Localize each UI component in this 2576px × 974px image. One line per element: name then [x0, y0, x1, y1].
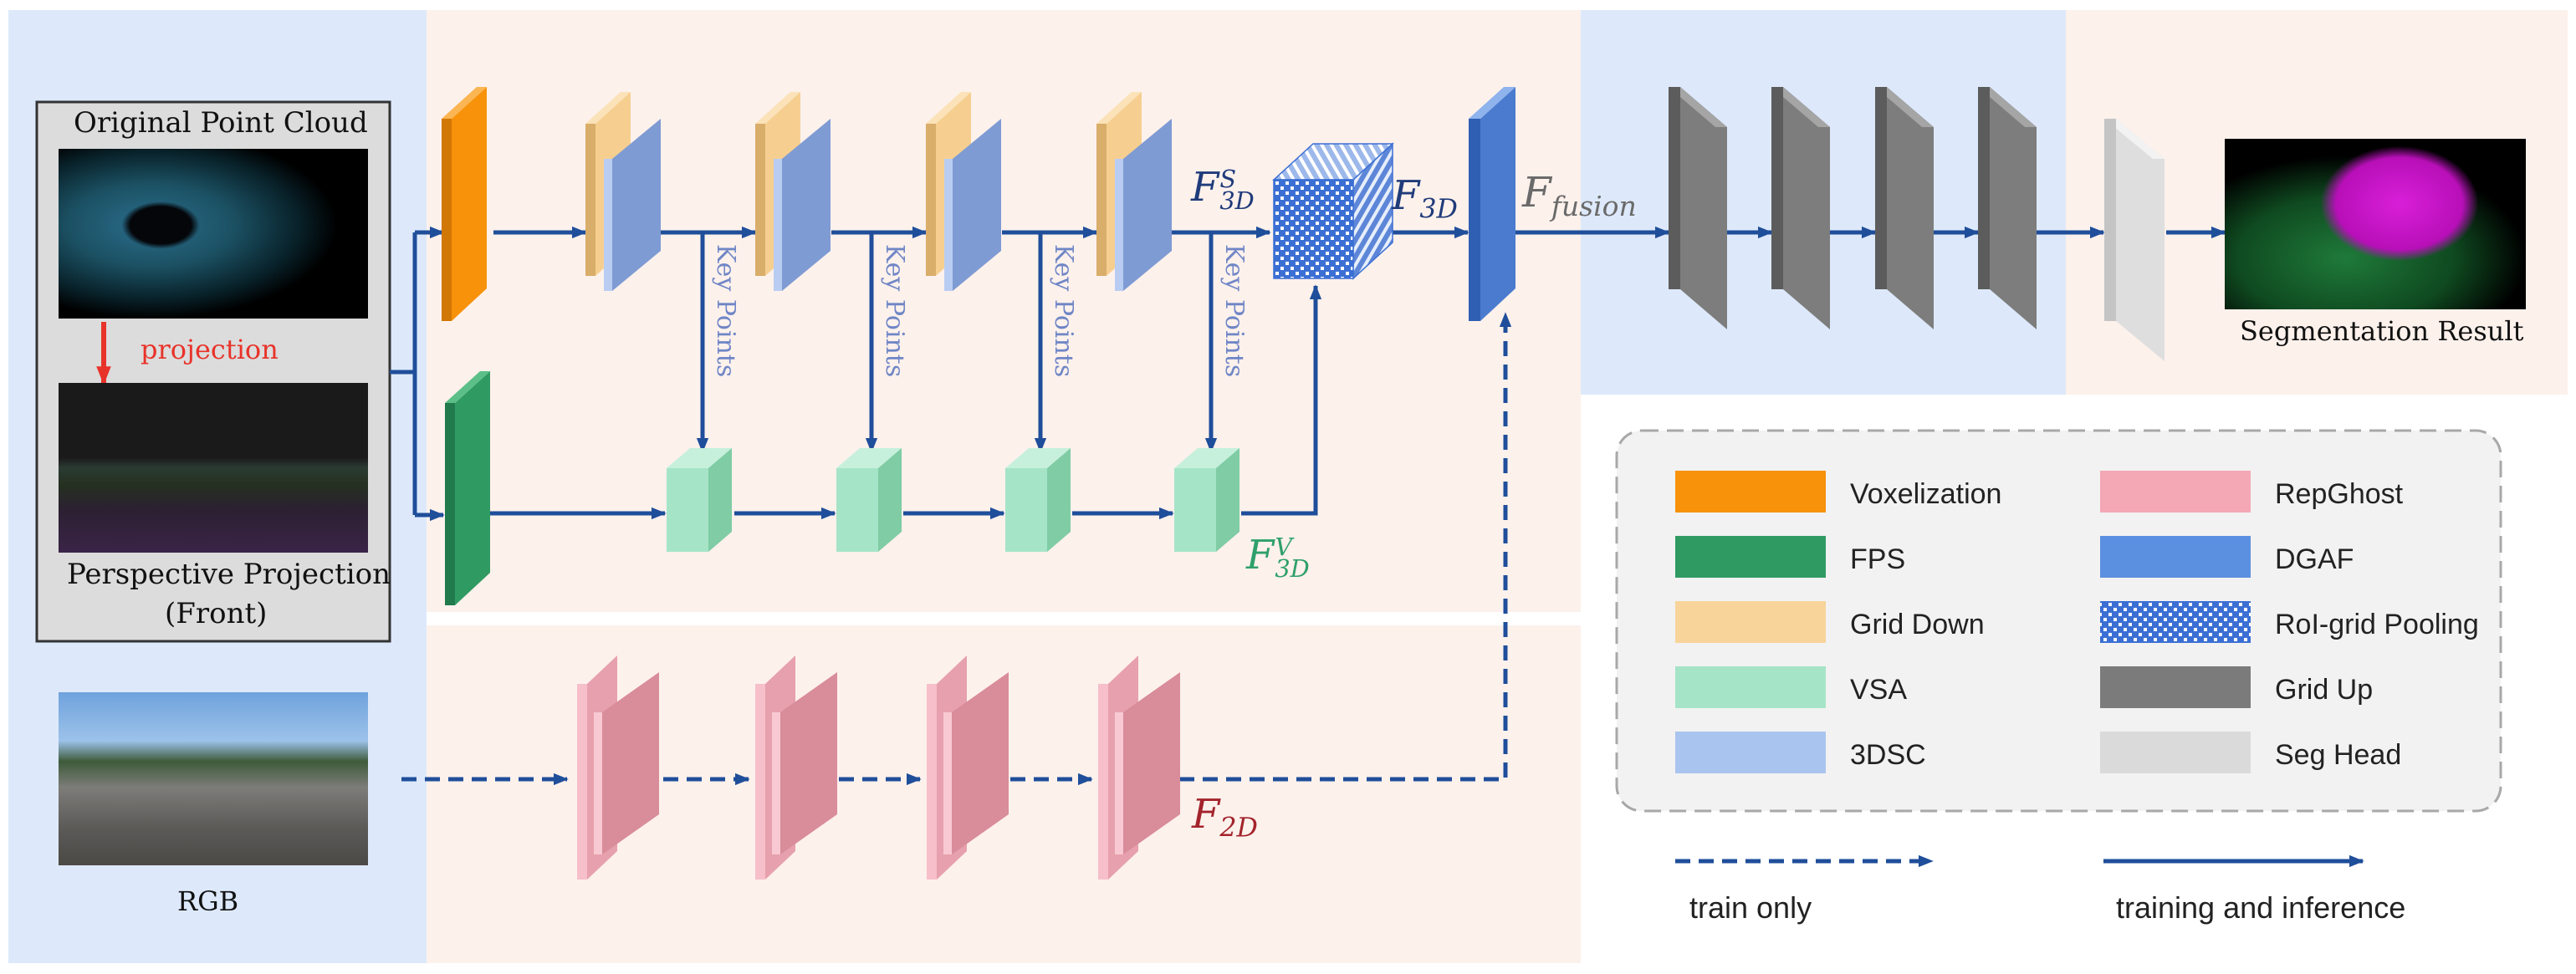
fps-block [445, 371, 490, 605]
grid-up-block-2 [1771, 87, 1830, 329]
legend-swatch-roi-grid-pooling [2100, 601, 2251, 643]
legend-swatch-repghost [2100, 471, 2251, 512]
key-points-label-3: Key Points [1049, 244, 1078, 378]
key-points-label-1: Key Points [711, 244, 740, 378]
legend-swatch-grid-up [2100, 666, 2251, 708]
vsa-block-3 [1005, 448, 1071, 552]
f3d-label: F3D [1392, 172, 1458, 225]
dash-rg4-dgaf [1179, 312, 1512, 782]
legend-label-grid-up: Grid Up [2275, 674, 2374, 706]
repghost-block-2 [755, 655, 837, 880]
f-fusion-label: Ffusion [1522, 168, 1637, 222]
arrow-input-split [390, 232, 417, 515]
dgaf-block [1469, 87, 1515, 321]
legend-label-grid-down: Grid Down [1850, 609, 1985, 640]
legend-swatch-seg-head [2100, 732, 2251, 773]
point-cloud-title: Original Point Cloud [74, 106, 368, 140]
vsa-block-2 [836, 448, 902, 552]
3dsc-block-4 [1115, 119, 1172, 291]
rgb-label: RGB [177, 885, 239, 917]
legend-swatch-fps [1675, 536, 1826, 578]
segmentation-result-label: Segmentation Result [2240, 315, 2524, 347]
original-point-cloud-image [59, 149, 368, 319]
training-inference-label: training and inference [2116, 890, 2406, 925]
segmentation-result-image [2225, 139, 2526, 309]
legend-label-voxelization: Voxelization [1850, 478, 2002, 510]
grid-up-block-1 [1669, 87, 1727, 329]
perspective-label: Perspective Projection [67, 558, 391, 591]
arrow-vsa4-roi [1241, 284, 1322, 516]
3dsc-block-3 [944, 119, 1001, 291]
voxelization-block [442, 87, 487, 321]
legend-label-fps: FPS [1850, 543, 1906, 575]
legend-label-seg-head: Seg Head [2275, 739, 2402, 771]
legend-label-vsa: VSA [1850, 674, 1908, 706]
grid-up-block-3 [1875, 87, 1934, 329]
key-points-label-2: Key Points [880, 244, 909, 378]
grid-up-block-4 [1978, 87, 2037, 329]
3dsc-block-2 [774, 119, 831, 291]
perspective-projection-image [59, 383, 368, 553]
legend-swatch-3dsc [1675, 732, 1826, 773]
repghost-block-4 [1098, 655, 1180, 880]
key-points-label-4: Key Points [1219, 244, 1249, 378]
panel-3d-branch [427, 10, 1581, 612]
legend-swatch-vsa [1675, 666, 1826, 708]
legend-swatch-voxelization [1675, 471, 1826, 512]
repghost-block-1 [577, 655, 659, 880]
f2d-label: F2D [1192, 791, 1258, 844]
vsa-block-1 [667, 448, 732, 552]
legend-label-dgaf: DGAF [2275, 543, 2354, 575]
roi-grid-pooling-block [1272, 142, 1394, 280]
seg-head-block [2104, 119, 2165, 361]
legend-label-repghost: RepGhost [2275, 478, 2404, 510]
legend-label-3dsc: 3DSC [1850, 739, 1926, 771]
projection-label: projection [141, 334, 279, 365]
legend-box [1615, 429, 2502, 813]
rgb-image [59, 692, 368, 865]
vsa-block-4 [1174, 448, 1239, 552]
3dsc-block-1 [604, 119, 661, 291]
train-only-label: train only [1689, 890, 1812, 925]
repghost-block-3 [927, 655, 1009, 880]
perspective-label-sub: (Front) [165, 597, 268, 630]
legend-swatch-dgaf [2100, 536, 2251, 578]
legend-label-roi-grid-pooling: RoI-grid Pooling [2275, 609, 2479, 640]
legend-swatch-grid-down [1675, 601, 1826, 643]
